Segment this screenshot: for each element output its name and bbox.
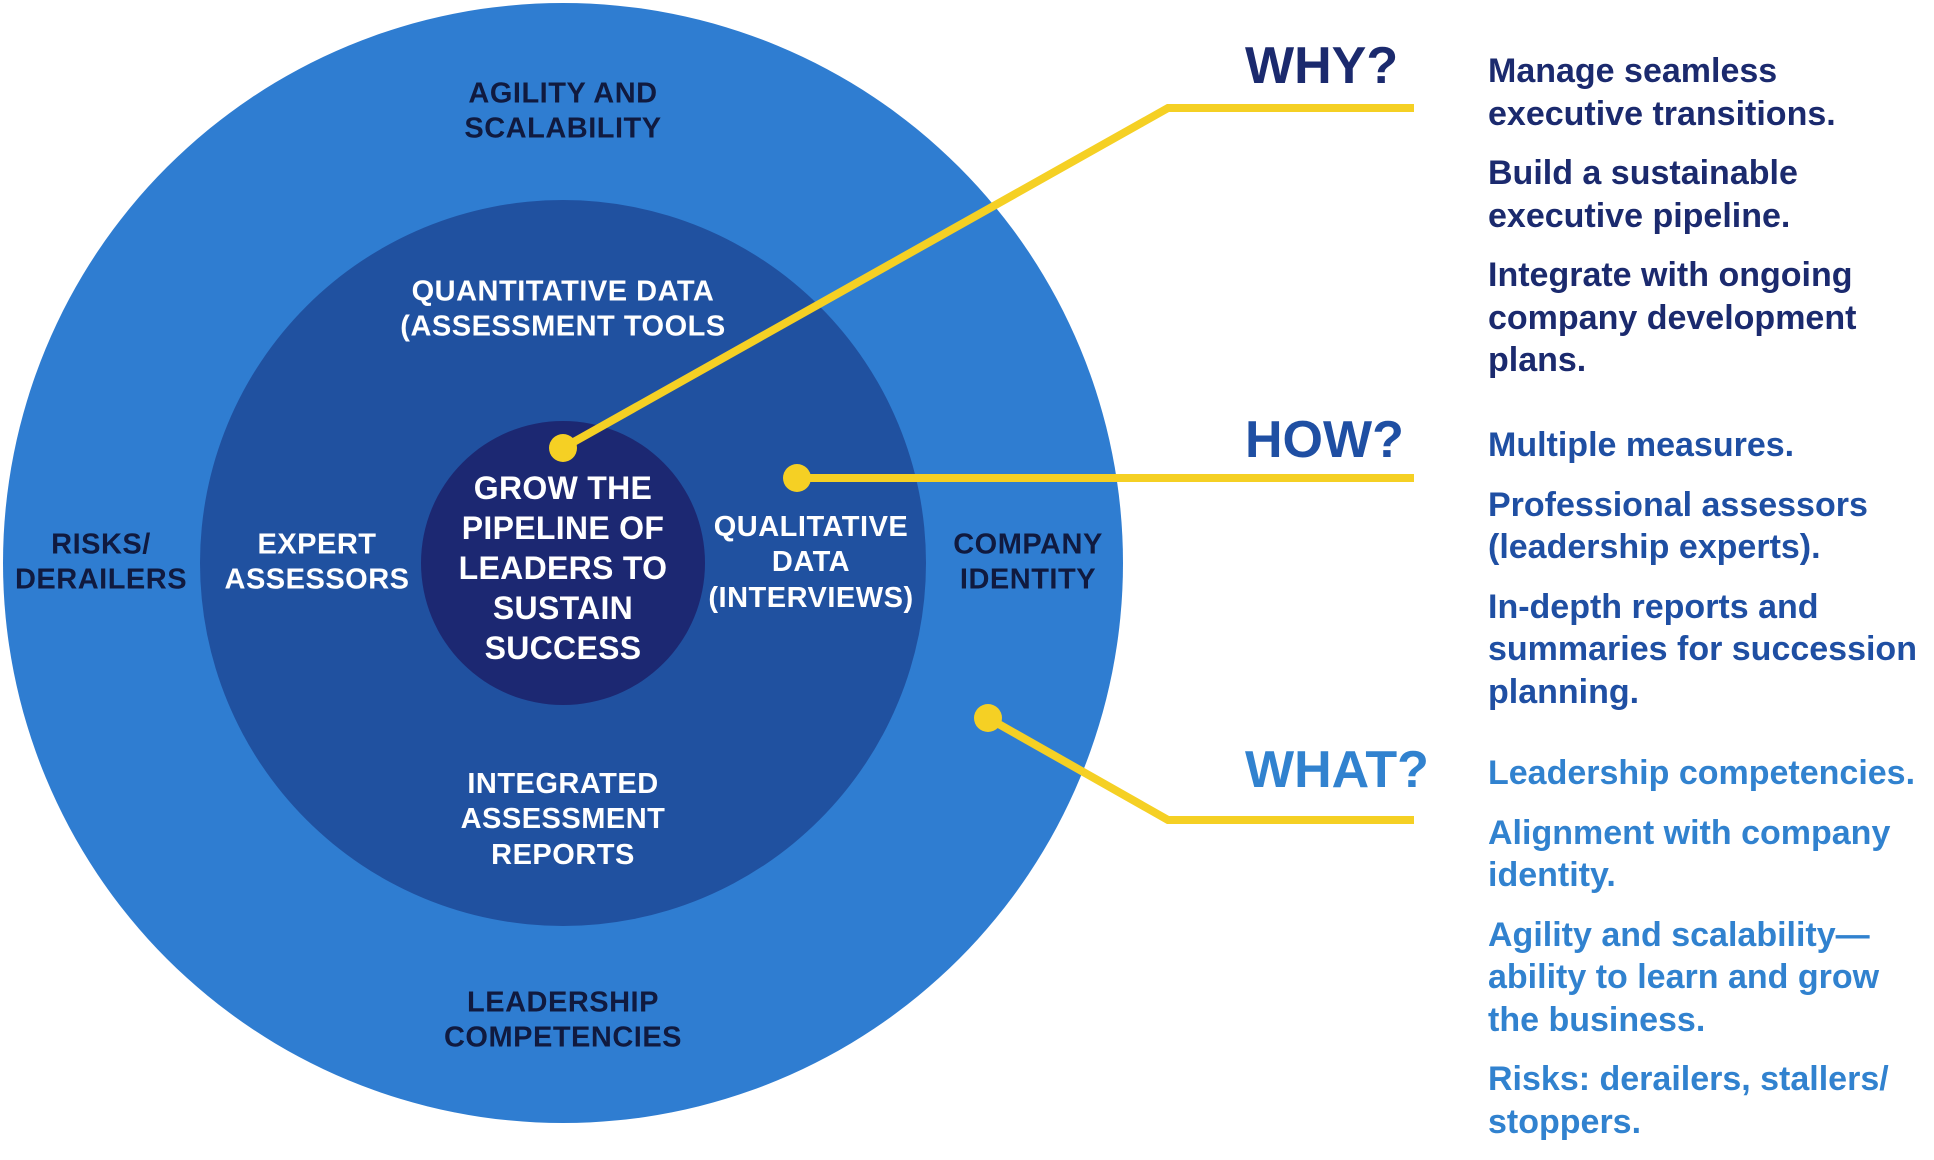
why-connector-line bbox=[561, 104, 1414, 452]
how-list: Multiple measures. Professional assessor… bbox=[1488, 424, 1928, 730]
list-item: Risks: derailers, stallers/ stoppers. bbox=[1488, 1060, 1889, 1141]
list-item: Build a sustainable executive pipeline. bbox=[1488, 154, 1798, 235]
why-connector-dot bbox=[549, 434, 577, 462]
list-item: Agility and scalability—ability to learn… bbox=[1488, 915, 1880, 1039]
list-item: Leadership competencies. bbox=[1488, 754, 1916, 792]
list-item: Multiple measures. bbox=[1488, 426, 1795, 464]
list-item: Integrate with ongoing company developme… bbox=[1488, 256, 1857, 379]
list-item: Alignment with company identity. bbox=[1488, 813, 1891, 895]
what-connector-line bbox=[986, 714, 1414, 824]
what-heading: WHAT? bbox=[1245, 741, 1429, 799]
middle-label-integrated-reports: INTEGRATED ASSESSMENT REPORTS bbox=[460, 767, 666, 871]
middle-label-quantitative: QUANTITATIVE DATA (ASSESSMENT TOOLS bbox=[400, 275, 726, 343]
list-item: In-depth reports and summaries for succe… bbox=[1488, 587, 1917, 711]
outer-label-risks: RISKS/ DERAILERS bbox=[14, 528, 188, 596]
list-item: Manage seamless executive transitions. bbox=[1488, 52, 1836, 133]
why-list: Manage seamless executive transitions. B… bbox=[1488, 50, 1928, 399]
outer-label-leadership: LEADERSHIP COMPETENCIES bbox=[443, 986, 683, 1054]
middle-label-qualitative: QUALITATIVE DATA (INTERVIEWS) bbox=[708, 510, 914, 614]
what-connector-dot bbox=[974, 704, 1002, 732]
list-item: Professional assessors (leadership exper… bbox=[1488, 485, 1868, 567]
why-heading: WHY? bbox=[1245, 37, 1399, 95]
how-heading: HOW? bbox=[1245, 411, 1404, 469]
middle-label-expert-assessors: EXPERT ASSESSORS bbox=[224, 528, 410, 596]
core-label: GROW THE PIPELINE OF LEADERS TO SUSTAIN … bbox=[458, 470, 668, 666]
outer-label-company-identity: COMPANY IDENTITY bbox=[953, 528, 1103, 596]
core-circle bbox=[421, 421, 705, 705]
outer-label-agility: AGILITY AND SCALABILITY bbox=[464, 77, 662, 145]
how-connector-dot bbox=[783, 464, 811, 492]
what-list: Leadership competencies. Alignment with … bbox=[1488, 752, 1928, 1160]
